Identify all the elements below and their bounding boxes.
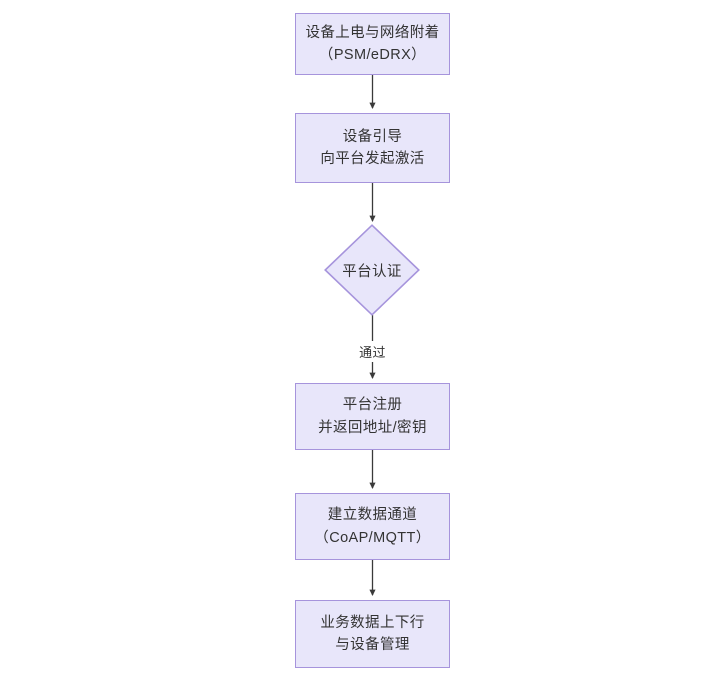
node-device-power-on[interactable]: 设备上电与网络附着 （PSM/eDRX） bbox=[295, 13, 450, 75]
node-platform-registration[interactable]: 平台注册 并返回地址/密钥 bbox=[295, 383, 450, 450]
node-label-line1: 业务数据上下行 bbox=[320, 614, 425, 631]
node-business-data[interactable]: 业务数据上下行 与设备管理 bbox=[295, 600, 450, 668]
node-label-line2: 与设备管理 bbox=[335, 637, 410, 653]
diamond-shape bbox=[324, 224, 420, 316]
node-label-line2: 并返回地址/密钥 bbox=[318, 419, 427, 436]
node-platform-authentication[interactable]: 平台认证 bbox=[324, 224, 420, 316]
node-label-line1: 平台注册 bbox=[342, 397, 403, 414]
node-label-line2: 向平台发起激活 bbox=[320, 151, 425, 167]
node-label-line1: 设备引导 bbox=[342, 128, 403, 145]
node-label-line1: 建立数据通道 bbox=[327, 507, 418, 524]
node-data-channel[interactable]: 建立数据通道 （CoAP/MQTT） bbox=[295, 493, 450, 560]
edge-label-pass: 通过 bbox=[357, 341, 388, 362]
node-label-line1: 设备上电与网络附着 bbox=[305, 24, 440, 41]
node-label-line2: （PSM/eDRX） bbox=[318, 47, 427, 63]
node-label-line1: 平台认证 bbox=[342, 263, 402, 280]
node-device-bootstrap[interactable]: 设备引导 向平台发起激活 bbox=[295, 113, 450, 183]
node-label-line2: （CoAP/MQTT） bbox=[314, 529, 431, 546]
